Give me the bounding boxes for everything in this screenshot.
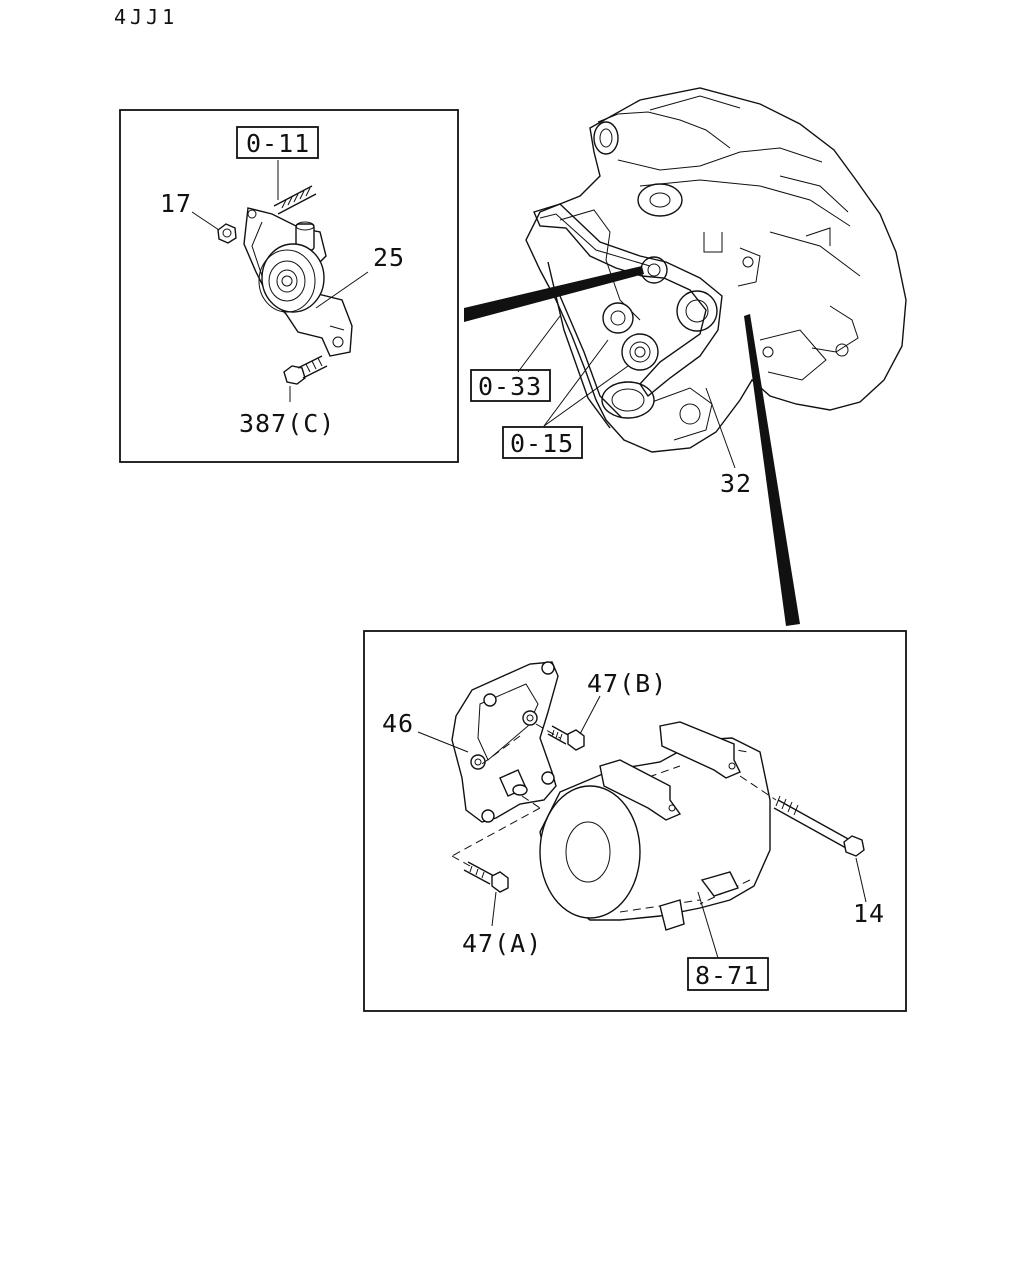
compressor-detail-frame [363, 630, 907, 1012]
ref-label-8-71: 8-71 [695, 961, 759, 990]
engine-drawing [525, 87, 907, 453]
ref-box-0-15 [502, 426, 583, 459]
idler-leader-lines [191, 160, 369, 402]
ref-label-0-15: 0-15 [510, 429, 574, 458]
idler-pulley-bracket-drawing [217, 185, 353, 385]
part-label-17: 17 [160, 189, 192, 218]
compressor-leader-lines [417, 695, 867, 959]
engine-leader-lines [517, 315, 736, 469]
ref-box-8-71 [687, 957, 769, 991]
model-title: 4JJ1 [114, 5, 178, 29]
compressor-bracket-drawing [451, 661, 865, 931]
compressor-pointer-arrow [744, 314, 800, 626]
part-label-47a: 47(A) [462, 929, 542, 958]
part-label-47b: 47(B) [587, 669, 667, 698]
ref-label-0-11: 0-11 [246, 129, 310, 158]
part-label-46: 46 [382, 709, 414, 738]
part-label-32: 32 [720, 469, 752, 498]
idler-detail-frame [119, 109, 459, 463]
idler-pointer-arrow [464, 266, 644, 322]
part-label-25: 25 [373, 243, 405, 272]
ref-box-0-33 [470, 369, 551, 402]
part-label-387c: 387(C) [239, 409, 335, 438]
ref-label-0-33: 0-33 [478, 372, 542, 401]
ref-box-0-11 [236, 126, 319, 159]
part-label-14: 14 [853, 899, 885, 928]
